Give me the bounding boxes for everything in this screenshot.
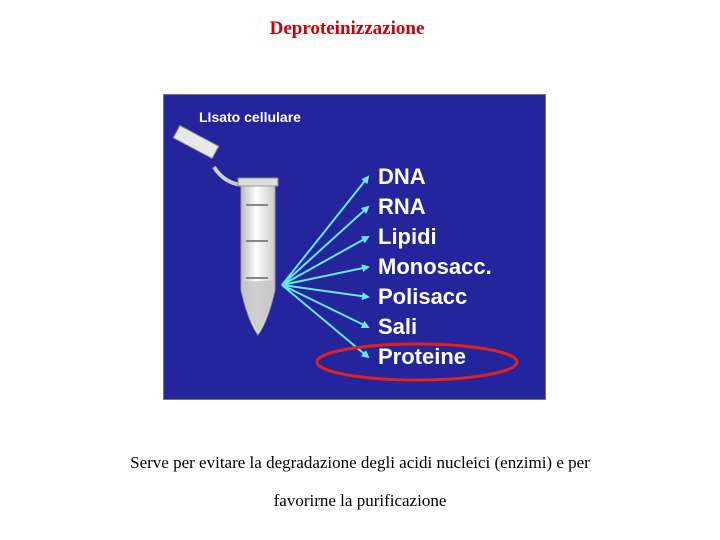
caption-line-1: Serve per evitare la degradazione degli …: [130, 453, 590, 472]
microcentrifuge-tube: [237, 177, 279, 336]
component-list: DNA RNA Lipidi Monosacc. Polisacc Sali P…: [378, 162, 492, 372]
cell-lysate-diagram: LIsato cellulare DNA RNA Lipidi Monosacc…: [163, 94, 546, 400]
arrow-rna: [281, 205, 370, 286]
component-monosacc: Monosacc.: [378, 254, 492, 279]
arrow-lipidi: [281, 236, 370, 286]
component-dna: DNA: [378, 164, 426, 189]
caption: Serve per evitare la degradazione degli …: [0, 444, 720, 520]
diagram-label: LIsato cellulare: [199, 109, 301, 125]
tube-cap: [172, 124, 243, 187]
caption-line-2: favorirne la purificazione: [273, 491, 447, 510]
component-polisacc: Polisacc: [378, 284, 468, 309]
slide-title: Deproteinizzazione: [269, 18, 425, 39]
component-sali: Sali: [378, 314, 418, 339]
highlight-ring: [315, 342, 519, 382]
diagram-graphics: [172, 124, 519, 382]
component-lipidi: Lipidi: [378, 224, 437, 249]
component-rna: RNA: [378, 194, 426, 219]
arrow-proteine: [281, 284, 370, 359]
arrow-monosacc: [281, 264, 370, 286]
arrow-sali: [281, 284, 370, 328]
component-proteine: Proteine: [378, 344, 467, 369]
arrow-polisacc: [281, 284, 370, 301]
arrow-dna: [281, 175, 370, 286]
arrows: [281, 175, 370, 359]
